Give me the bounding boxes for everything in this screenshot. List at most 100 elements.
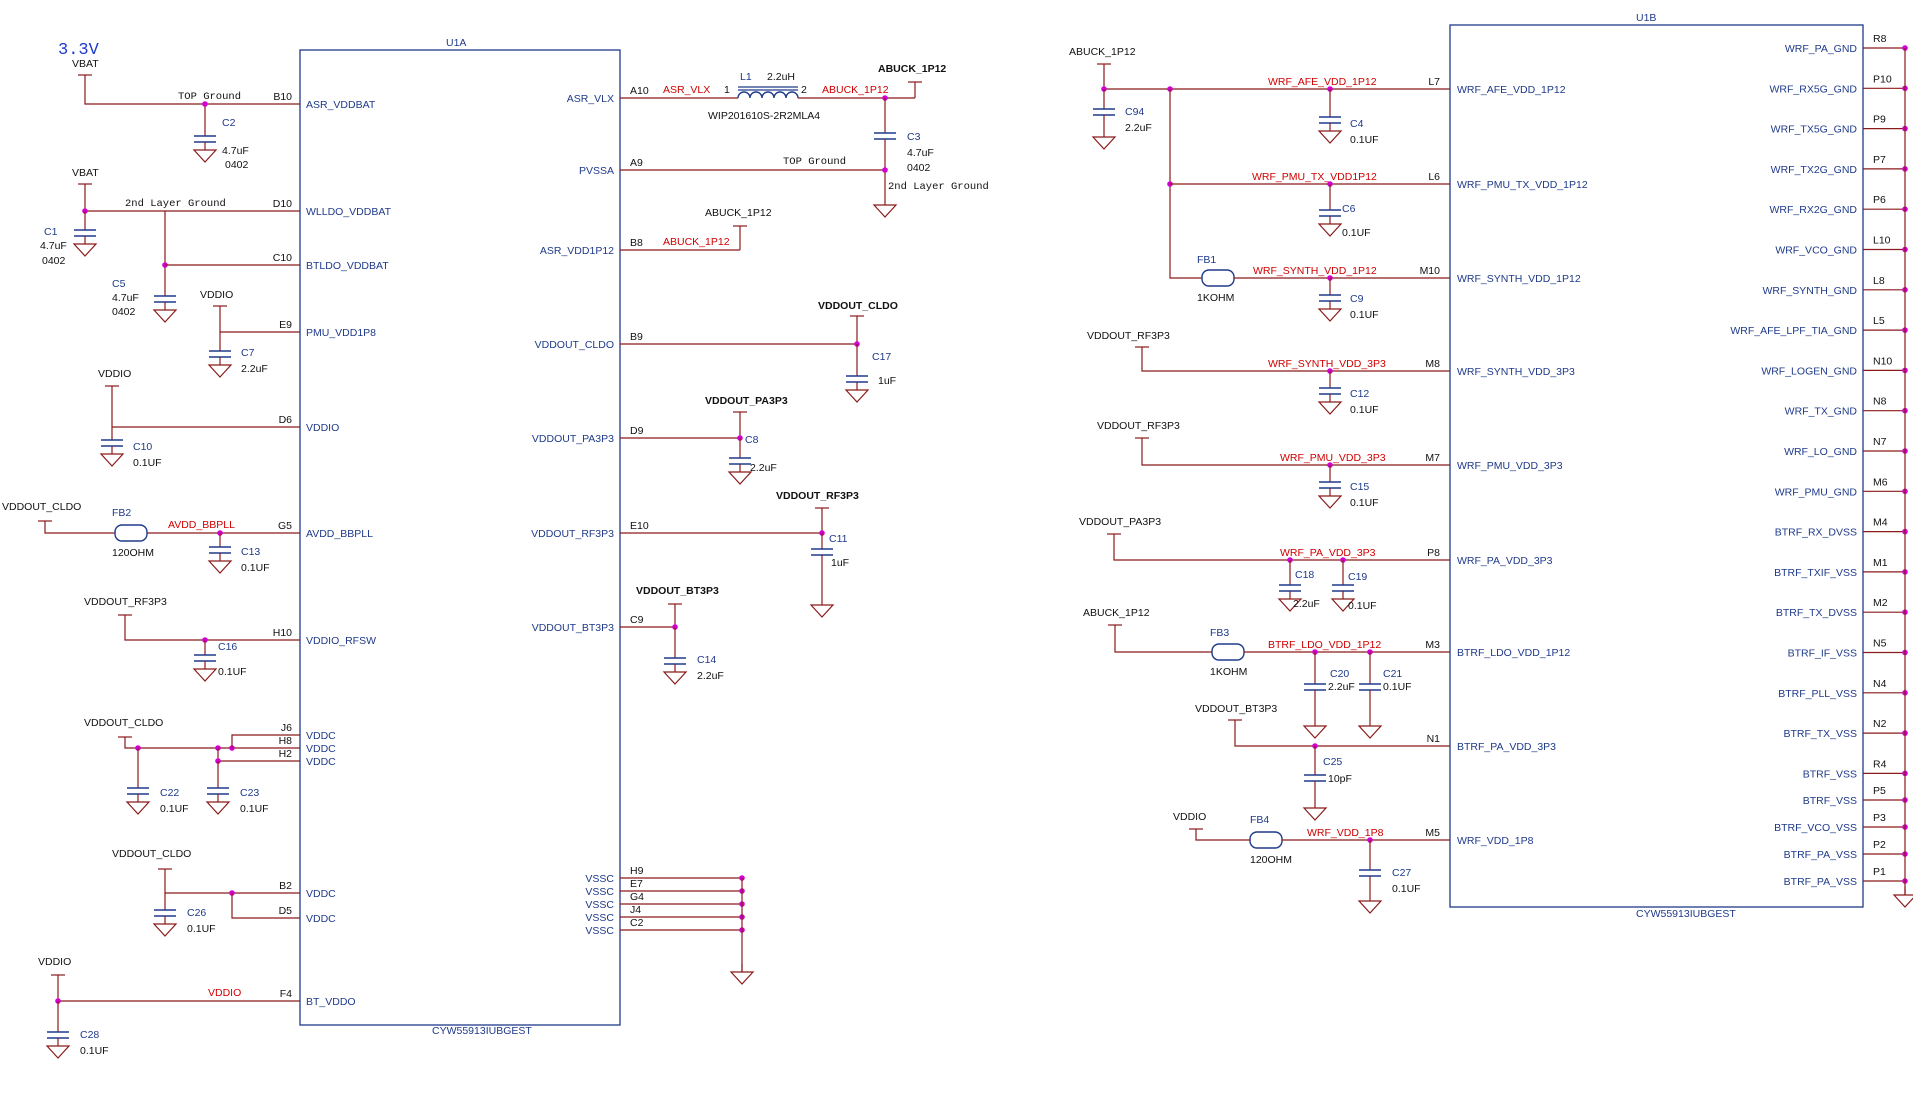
c19-ref: C19 (1348, 571, 1367, 583)
power-cldo-c17: VDDOUT_CLDO (818, 300, 898, 312)
u1b-pin-name: WRF_RX5G_GND (1769, 83, 1857, 95)
u1a-pin-number: G4 (630, 891, 644, 903)
net-vddio: VDDIO (208, 987, 241, 999)
power-vbat-label-2: VBAT (72, 167, 99, 179)
l1-pin1: 1 (724, 84, 730, 96)
power-bt3p3-c14: VDDOUT_BT3P3 (636, 585, 719, 597)
u1b-pin-number: M10 (1420, 265, 1441, 277)
u1b-pin-number: M5 (1425, 827, 1440, 839)
c26-value: 0.1UF (187, 923, 216, 935)
fb1-value: 1KOHM (1197, 292, 1234, 304)
c21-ref: C21 (1383, 668, 1402, 680)
c15-ref: C15 (1350, 481, 1369, 493)
u1b-left-pins: L7WRF_AFE_VDD_1P12WRF_AFE_VDD_1P12L6WRF_… (1252, 76, 1588, 847)
power-pa3p3: VDDOUT_PA3P3 (1079, 516, 1161, 528)
u1a-pin-name: VDDC (306, 913, 336, 925)
u1a-pin-number: B8 (630, 237, 643, 249)
c27-ref: C27 (1392, 867, 1411, 879)
c1-value: 4.7uF (40, 240, 67, 252)
c26-ref: C26 (187, 907, 206, 919)
u1a-pin-name: ASR_VLX (567, 93, 614, 105)
u1b-pin-name: WRF_PMU_VDD_3P3 (1457, 460, 1563, 472)
c15-value: 0.1UF (1350, 497, 1379, 509)
c6-value: 0.1UF (1342, 227, 1371, 239)
power-abuck-c94: ABUCK_1P12 (1069, 46, 1136, 58)
u1b-pin-number: N1 (1427, 733, 1441, 745)
fb4-value: 120OHM (1250, 854, 1292, 866)
c94-ref: C94 (1125, 106, 1144, 118)
c27-value: 0.1UF (1392, 883, 1421, 895)
u1b-pin-number: L7 (1428, 76, 1440, 88)
u1b-pin-name: BTRF_PA_VSS (1784, 849, 1857, 861)
c17-ref: C17 (872, 351, 891, 363)
u1b-pin-number: P8 (1427, 547, 1440, 559)
u1b-pin-name: WRF_RX2G_GND (1769, 204, 1857, 216)
c94-value: 2.2uF (1125, 122, 1152, 134)
power-rf3p3-c11: VDDOUT_RF3P3 (776, 490, 859, 502)
u1a-pin-number: F4 (280, 988, 292, 1000)
u1b-pin-number: N5 (1873, 638, 1887, 650)
c11-ref: C11 (829, 533, 848, 545)
c2-value: 4.7uF (222, 145, 249, 157)
u1b-pin-name: WRF_SYNTH_VDD_3P3 (1457, 366, 1575, 378)
u1a-pin-name: VDDC (306, 888, 336, 900)
u1b-pin-name: BTRF_PLL_VSS (1778, 688, 1857, 700)
u1b-net-label: WRF_PMU_VDD_3P3 (1280, 452, 1386, 464)
u1a-pin-number: E7 (630, 878, 643, 890)
u1b-pin-name: WRF_VCO_GND (1775, 245, 1857, 257)
u1a-ref: U1A (446, 37, 466, 49)
u1a-pin-number: D5 (279, 905, 293, 917)
u1b-right-pins: R8WRF_PA_GNDP10WRF_RX5G_GNDP9WRF_TX5G_GN… (1730, 33, 1908, 888)
u1b-pin-number: N8 (1873, 396, 1887, 408)
u1a-pin-name: BTLDO_VDDBAT (306, 260, 389, 272)
u1b-pin-number: M6 (1873, 476, 1888, 488)
u1b-pin-name: WRF_TX_GND (1785, 406, 1858, 418)
power-abuck-top: ABUCK_1P12 (878, 63, 946, 75)
c23-ref: C23 (240, 787, 259, 799)
u1a-pin-name: VSSC (585, 912, 614, 924)
u1a-pin-name: VDDOUT_BT3P3 (532, 622, 614, 634)
u1b-pin-number: M3 (1425, 639, 1440, 651)
u1b-net-label: WRF_SYNTH_VDD_1P12 (1253, 265, 1377, 277)
c12-ref: C12 (1350, 388, 1369, 400)
u1b-net-label: WRF_AFE_VDD_1P12 (1268, 76, 1377, 88)
power-vddio-fb4: VDDIO (1173, 811, 1206, 823)
net-top-ground: TOP Ground (178, 91, 241, 103)
u1a-pin-name: VSSC (585, 873, 614, 885)
c13-ref: C13 (241, 546, 260, 558)
u1a-pin-number: D10 (273, 198, 292, 210)
c12-value: 0.1UF (1350, 404, 1379, 416)
c2-pkg: 0402 (225, 159, 249, 171)
c16-ref: C16 (218, 641, 237, 653)
u1b-pin-number: N4 (1873, 678, 1887, 690)
c18-ref: C18 (1295, 569, 1314, 581)
fb2-ref: FB2 (112, 507, 131, 519)
u1a-pin-name: WLLDO_VDDBAT (306, 206, 392, 218)
u1b-pin-number: L8 (1873, 275, 1885, 287)
power-rf3p3-synth: VDDOUT_RF3P3 (1087, 330, 1170, 342)
c8-ref: C8 (745, 434, 759, 446)
c10-value: 0.1UF (133, 457, 162, 469)
u1a-pin-number: C2 (630, 917, 644, 929)
c9-value: 0.1UF (1350, 309, 1379, 321)
u1b-pin-name: BTRF_RX_DVSS (1775, 527, 1857, 539)
u1b-net-label: WRF_PMU_TX_VDD1P12 (1252, 171, 1377, 183)
u1b-pin-number: N10 (1873, 355, 1892, 367)
u1b-pin-name: WRF_PA_VDD_3P3 (1457, 555, 1553, 567)
net-abuck-2: ABUCK_1P12 (663, 236, 730, 248)
c14-value: 2.2uF (697, 670, 724, 682)
u1b-pin-number: N2 (1873, 718, 1887, 730)
c7-ref: C7 (241, 347, 255, 359)
c11-value: 1uF (831, 557, 849, 569)
c4-ref: C4 (1350, 118, 1364, 130)
u1b-pin-name: WRF_LO_GND (1784, 446, 1857, 458)
u1b-net-label: WRF_SYNTH_VDD_3P3 (1268, 358, 1386, 370)
u1a-pin-name: VSSC (585, 925, 614, 937)
u1b-pin-name: BTRF_PA_VSS (1784, 876, 1857, 888)
u1b-pin-number: P6 (1873, 194, 1886, 206)
c3-value: 4.7uF (907, 147, 934, 159)
u1b-pin-name: WRF_TX2G_GND (1771, 164, 1858, 176)
u1b-ref: U1B (1636, 12, 1656, 24)
c5-value: 4.7uF (112, 292, 139, 304)
